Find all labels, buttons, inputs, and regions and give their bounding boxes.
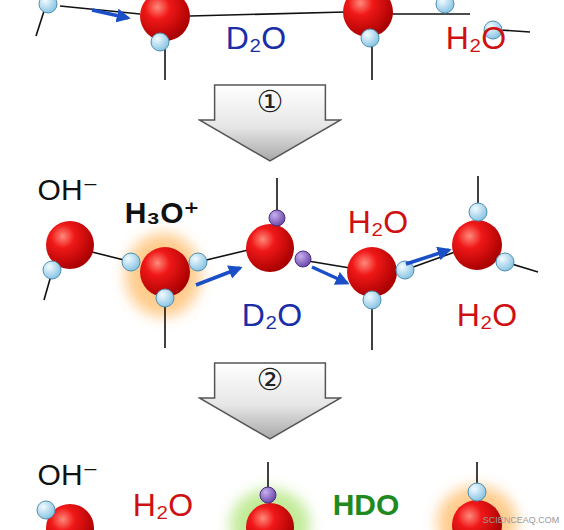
molecule-label: H₂O: [457, 299, 517, 331]
step-number: ①: [198, 87, 342, 117]
watermark: SCIENCEAQ.COM: [483, 516, 560, 525]
ion-label: OH⁻: [38, 460, 99, 490]
molecule-label: H₂O: [133, 489, 193, 521]
step-arrow: ①: [198, 84, 342, 162]
molecule-label: D₂O: [226, 22, 286, 54]
step-number: ②: [198, 365, 342, 395]
molecule-label: HDO: [333, 490, 400, 520]
molecule-label: D₂O: [242, 299, 302, 331]
ion-label: H₃O⁺: [125, 198, 200, 228]
step-arrow: ②: [198, 362, 342, 440]
ion-label: OH⁻: [38, 175, 99, 205]
molecule-label: H₂O: [446, 22, 506, 54]
molecule-label: H₂O: [348, 206, 408, 238]
